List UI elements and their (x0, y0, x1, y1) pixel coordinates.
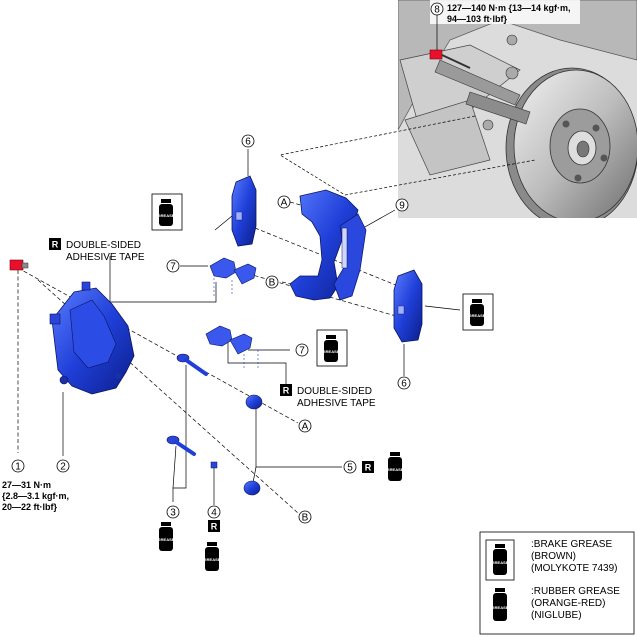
bolt-8-red (429, 49, 471, 69)
ref-a-lower: A (298, 419, 312, 433)
svg-text:GREASE: GREASE (492, 560, 509, 565)
r-mark-tape-2: R (280, 384, 292, 396)
caliper-bracket (289, 189, 367, 301)
callout-9: 9 (395, 198, 409, 212)
svg-text:GREASE: GREASE (387, 467, 404, 472)
tape-1-line1: DOUBLE-SIDED (66, 240, 141, 251)
torque-8-line2: 94—103 ft·lbf} (447, 14, 508, 24)
tape-1-line2: ADHESIVE TAPE (66, 252, 145, 263)
callout-8: 8 (430, 2, 444, 16)
svg-text:9: 9 (399, 201, 405, 212)
brake-disc (505, 67, 637, 218)
svg-text:5: 5 (347, 463, 353, 474)
callout-2: 2 (56, 459, 70, 473)
svg-text:8: 8 (434, 5, 440, 16)
bushing-lower (243, 480, 261, 496)
r-mark-tape-1: R (49, 238, 61, 250)
brake-pad-lower (393, 269, 423, 343)
sleeve (210, 461, 218, 469)
svg-text:2: 2 (60, 462, 66, 473)
tape-2-line2: ADHESIVE TAPE (297, 398, 376, 409)
rubber-grease-icon: GREASE (158, 522, 175, 551)
svg-text:7: 7 (170, 262, 176, 273)
guide-pin-upper (176, 353, 208, 376)
svg-text:6: 6 (401, 379, 407, 390)
svg-text:R: R (283, 386, 290, 396)
legend-brake-line2: (BROWN) (531, 551, 576, 562)
torque-1-line2: {2.8—3.1 kgf·m, (2, 491, 69, 501)
ref-b-lower: B (298, 510, 312, 524)
vehicle-inset (398, 0, 637, 218)
svg-text:GREASE: GREASE (469, 313, 486, 318)
legend-rubber-line3: (NIGLUBE) (531, 610, 582, 621)
svg-text:GREASE: GREASE (492, 605, 509, 610)
guide-pin-lower (166, 435, 196, 456)
callout-4: 4 (207, 505, 221, 519)
svg-text:4: 4 (211, 508, 217, 519)
svg-text:1: 1 (15, 462, 21, 473)
svg-text:B: B (302, 513, 309, 524)
svg-text:R: R (52, 240, 59, 250)
callout-5: 5 (343, 460, 357, 474)
svg-text:B: B (269, 278, 276, 289)
legend-brake-line3: (MOLYKOTE 7439) (531, 563, 618, 574)
legend-rubber-line1: :RUBBER GREASE (531, 586, 620, 597)
svg-text:GREASE: GREASE (204, 557, 221, 562)
pad-clip-upper (209, 257, 257, 296)
brake-grease-icon: GREASE (151, 193, 183, 231)
callout-6-lower: 6 (397, 376, 411, 390)
legend-rubber-line2: (ORANGE-RED) (531, 598, 605, 609)
caliper-body (49, 281, 135, 395)
svg-text:GREASE: GREASE (323, 349, 340, 354)
brake-grease-icon: GREASE (316, 329, 348, 367)
callout-3: 3 (166, 505, 180, 519)
rubber-grease-icon: GREASE (387, 452, 404, 481)
bolt-1-red (9, 259, 29, 271)
leader-lines (62, 149, 461, 505)
svg-text:GREASE: GREASE (158, 213, 175, 218)
callout-7-upper: 7 (166, 259, 180, 273)
r-mark-bushing: R (362, 461, 374, 473)
torque-8-line1: 127—140 N·m {13—14 kgf·m, (447, 3, 571, 13)
inset-leader (279, 115, 536, 196)
svg-text:7: 7 (299, 346, 305, 357)
ref-a-upper: A (277, 195, 291, 209)
legend-rubber-grease-icon: GREASE (492, 588, 509, 621)
svg-text:R: R (365, 463, 372, 473)
tape-2-line1: DOUBLE-SIDED (297, 386, 372, 397)
callout-7-lower: 7 (295, 343, 309, 357)
legend: GREASE :BRAKE GREASE (BROWN) (MOLYKOTE 7… (479, 531, 635, 635)
r-mark-sleeve: R (208, 520, 220, 532)
legend-brake-line1: :BRAKE GREASE (531, 539, 612, 550)
svg-text:R: R (211, 522, 218, 532)
torque-1-line3: 20—22 ft·lbf} (2, 502, 58, 512)
rubber-grease-icon: GREASE (204, 542, 221, 571)
svg-text:GREASE: GREASE (158, 537, 175, 542)
svg-text:A: A (281, 198, 288, 209)
callout-1: 1 (11, 459, 25, 473)
svg-text:3: 3 (170, 508, 176, 519)
pad-clip-lower (205, 325, 259, 370)
svg-text:A: A (302, 422, 309, 433)
brake-grease-icon: GREASE (462, 293, 494, 331)
legend-brake-grease-icon: GREASE (485, 539, 515, 581)
bushing-upper (245, 394, 263, 410)
torque-1-line1: 27—31 N·m (2, 480, 51, 490)
ref-b-upper: B (265, 275, 279, 289)
svg-text:6: 6 (245, 137, 251, 148)
brake-pad-upper (231, 175, 257, 247)
callout-6-upper: 6 (241, 134, 255, 148)
